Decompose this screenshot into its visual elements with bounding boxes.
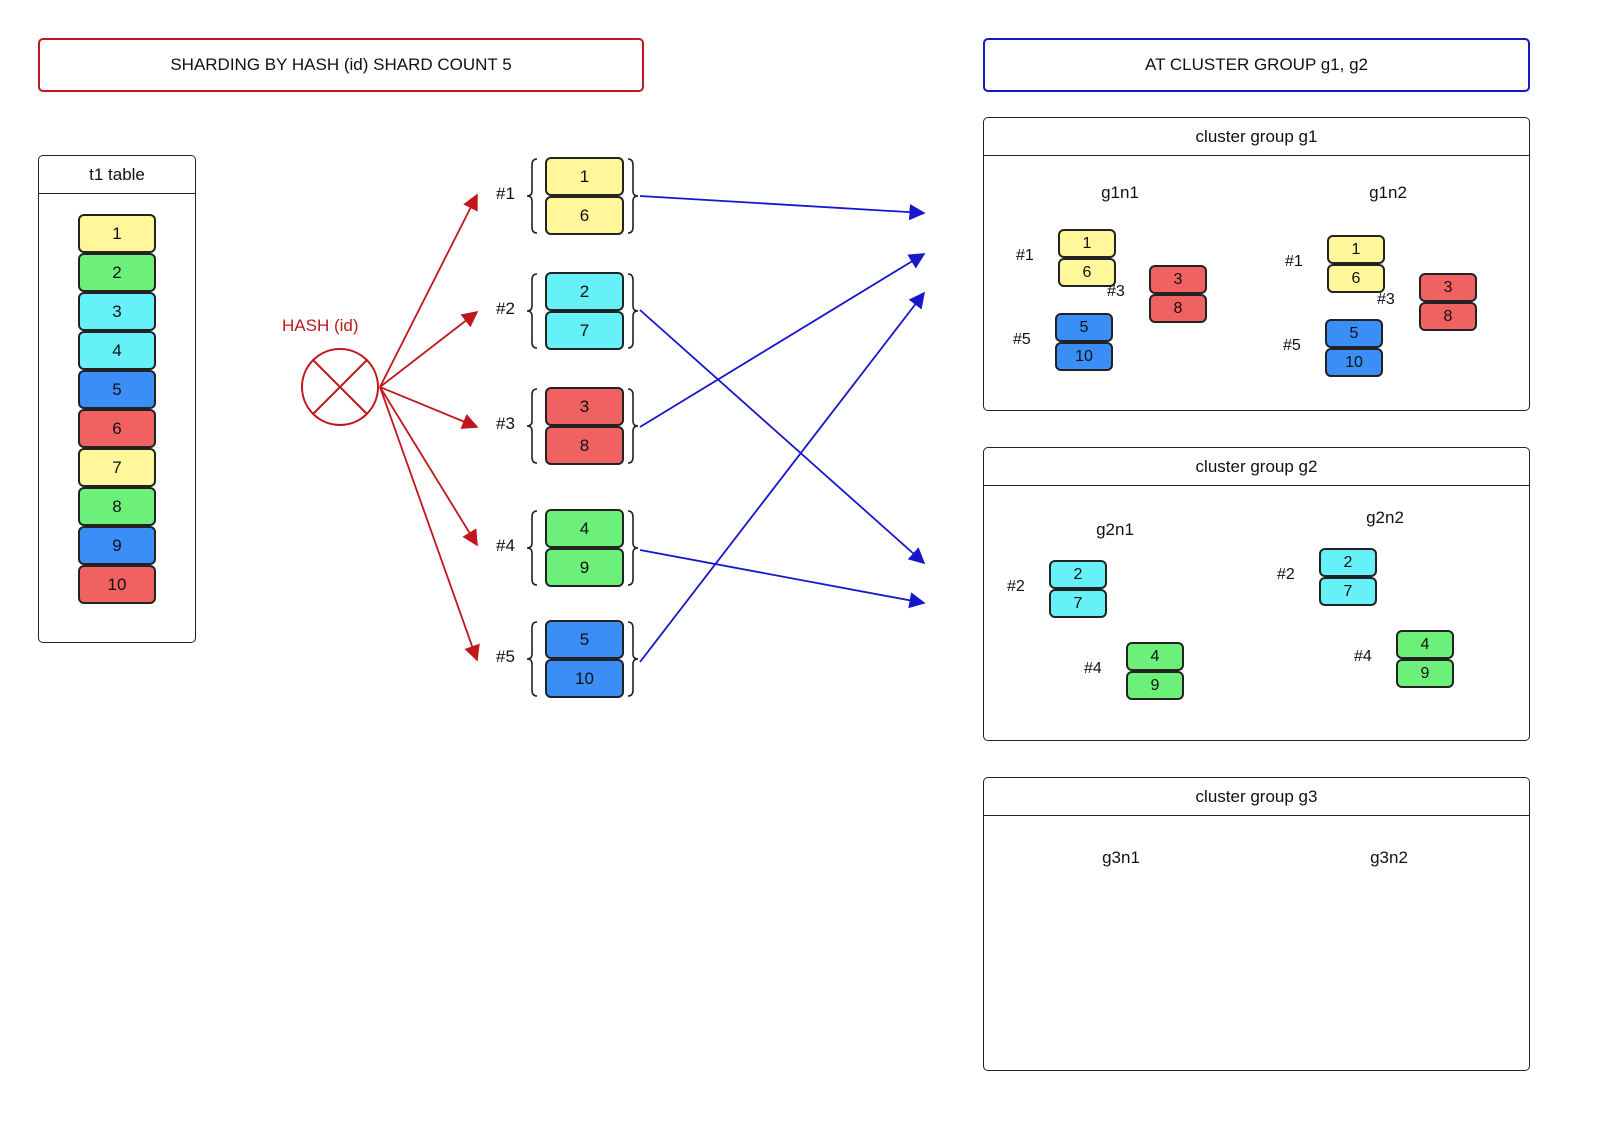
shard-cell-10: 10 (545, 659, 624, 698)
shard-cell-6: 6 (545, 196, 624, 235)
node-cell-g2n1-4: 4 (1126, 642, 1184, 671)
shard-cell-8: 8 (545, 426, 624, 465)
table-row-7: 7 (78, 448, 156, 487)
node-cell-g2n2-4: 4 (1396, 630, 1454, 659)
hash-cross-b (312, 359, 368, 415)
node-shard-label-g2n1-#4: #4 (1084, 660, 1102, 677)
cluster-group-g1-title: cluster group g1 (984, 118, 1529, 156)
shard-brace-right-4 (627, 510, 639, 586)
hash-arrow-4 (379, 386, 478, 547)
shard-brace-right-3 (627, 388, 639, 464)
node-label-g1n1: g1n1 (1101, 183, 1139, 202)
hash-arrow-5 (379, 386, 480, 662)
cluster-header-text: AT CLUSTER GROUP g1, g2 (1145, 55, 1368, 74)
table-row-5: 5 (78, 370, 156, 409)
node-cell-g2n1-7: 7 (1049, 589, 1107, 618)
node-shard-label-g1n1-#3: #3 (1107, 283, 1125, 300)
hash-arrow-1 (379, 193, 478, 388)
hash-label: HASH (id) (282, 316, 359, 335)
node-cell-g2n2-7: 7 (1319, 577, 1377, 606)
node-shard-label-g2n1-#2: #2 (1007, 578, 1025, 595)
node-shard-label-g1n2-#1: #1 (1285, 253, 1303, 270)
shard-label-1: #1 (496, 184, 515, 203)
shard-brace-left-2 (526, 273, 538, 349)
node-cell-g2n1-2: 2 (1049, 560, 1107, 589)
node-label-g1n2: g1n2 (1369, 183, 1407, 202)
hash-arrow-3 (379, 386, 479, 429)
table-row-4: 4 (78, 331, 156, 370)
shard-label-5: #5 (496, 647, 515, 666)
cluster-group-g2-title: cluster group g2 (984, 448, 1529, 486)
cluster-group-g3: cluster group g3 (983, 777, 1530, 1071)
node-cell-g1n2-5: 5 (1325, 319, 1383, 348)
route-arrow-1 (639, 195, 926, 221)
shard-brace-left-1 (526, 158, 538, 234)
shard-brace-left-5 (526, 621, 538, 697)
node-cell-g2n2-2: 2 (1319, 548, 1377, 577)
table-row-8: 8 (78, 487, 156, 526)
node-cell-g1n1-1: 1 (1058, 229, 1116, 258)
table-row-10: 10 (78, 565, 156, 604)
route-arrow-5 (639, 291, 925, 663)
node-cell-g1n1-6: 6 (1058, 258, 1116, 287)
shard-brace-right-5 (627, 621, 639, 697)
shard-brace-left-4 (526, 510, 538, 586)
shard-brace-right-1 (627, 158, 639, 234)
cluster-header: AT CLUSTER GROUP g1, g2 (983, 38, 1530, 92)
shard-label-2: #2 (496, 299, 515, 318)
table-row-1: 1 (78, 214, 156, 253)
node-label-g3n2: g3n2 (1370, 848, 1408, 867)
node-shard-label-g1n1-#5: #5 (1013, 331, 1031, 348)
node-cell-g1n2-8: 8 (1419, 302, 1477, 331)
node-shard-label-g1n1-#1: #1 (1016, 247, 1034, 264)
shard-cell-9: 9 (545, 548, 624, 587)
route-arrow-4 (639, 549, 926, 609)
node-shard-label-g2n2-#4: #4 (1354, 648, 1372, 665)
cluster-group-g3-title: cluster group g3 (984, 778, 1529, 816)
shard-cell-2: 2 (545, 272, 624, 311)
shard-cell-7: 7 (545, 311, 624, 350)
shard-brace-left-3 (526, 388, 538, 464)
node-cell-g1n1-10: 10 (1055, 342, 1113, 371)
table-row-3: 3 (78, 292, 156, 331)
node-cell-g1n1-3: 3 (1149, 265, 1207, 294)
node-cell-g1n2-3: 3 (1419, 273, 1477, 302)
node-label-g2n2: g2n2 (1366, 508, 1404, 527)
node-cell-g1n2-1: 1 (1327, 235, 1385, 264)
node-shard-label-g1n2-#5: #5 (1283, 337, 1301, 354)
sharding-header: SHARDING BY HASH (id) SHARD COUNT 5 (38, 38, 644, 92)
node-cell-g1n1-8: 8 (1149, 294, 1207, 323)
hash-circle (301, 348, 379, 426)
shard-label-3: #3 (496, 414, 515, 433)
node-cell-g2n2-9: 9 (1396, 659, 1454, 688)
table-row-9: 9 (78, 526, 156, 565)
sharding-header-text: SHARDING BY HASH (id) SHARD COUNT 5 (170, 55, 512, 74)
node-cell-g1n2-10: 10 (1325, 348, 1383, 377)
node-shard-label-g2n2-#2: #2 (1277, 566, 1295, 583)
table-row-2: 2 (78, 253, 156, 292)
node-cell-g1n2-6: 6 (1327, 264, 1385, 293)
node-label-g3n1: g3n1 (1102, 848, 1140, 867)
shard-cell-1: 1 (545, 157, 624, 196)
t1-table-title: t1 table (39, 156, 195, 194)
node-label-g2n1: g2n1 (1096, 520, 1134, 539)
shard-cell-4: 4 (545, 509, 624, 548)
hash-arrow-2 (379, 311, 479, 388)
node-cell-g2n1-9: 9 (1126, 671, 1184, 700)
route-arrow-2 (639, 309, 926, 565)
route-arrow-3 (639, 253, 926, 428)
shard-brace-right-2 (627, 273, 639, 349)
shard-label-4: #4 (496, 536, 515, 555)
shard-cell-3: 3 (545, 387, 624, 426)
table-row-6: 6 (78, 409, 156, 448)
node-cell-g1n1-5: 5 (1055, 313, 1113, 342)
shard-cell-5: 5 (545, 620, 624, 659)
node-shard-label-g1n2-#3: #3 (1377, 291, 1395, 308)
